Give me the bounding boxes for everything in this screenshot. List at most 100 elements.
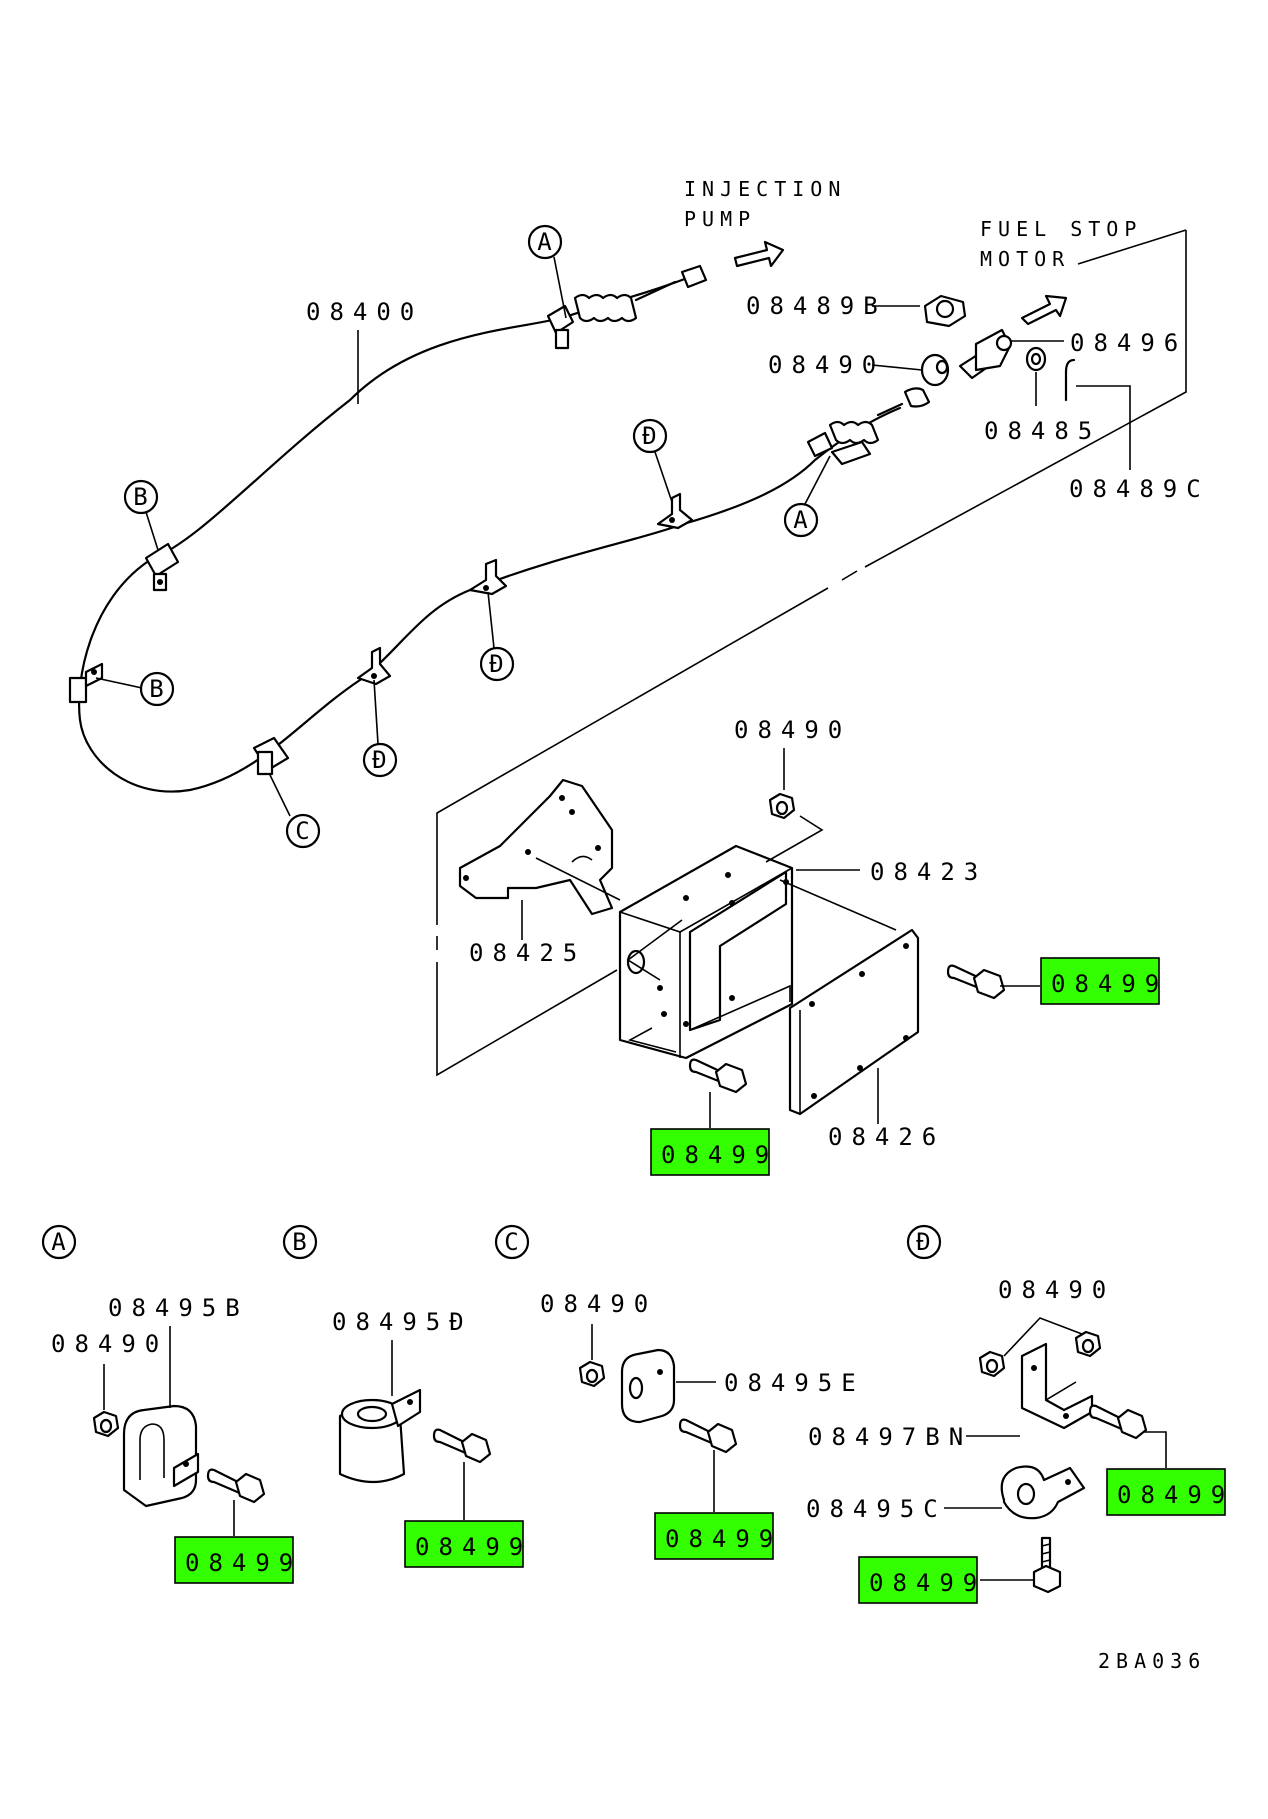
label-08490-detail-a[interactable]: 08490 xyxy=(51,1330,168,1410)
clip-c xyxy=(252,736,290,776)
svg-text:INJECTION: INJECTION xyxy=(684,177,846,201)
svg-text:08425: 08425 xyxy=(469,939,586,967)
label-08499-detail-c[interactable]: 08499 xyxy=(654,1450,782,1560)
clip-b-upper xyxy=(144,542,180,592)
svg-text:08495C: 08495C xyxy=(806,1495,947,1523)
label-08490-detail-c[interactable]: 08490 xyxy=(540,1290,657,1360)
svg-text:B: B xyxy=(133,483,148,511)
svg-text:08496: 08496 xyxy=(1070,329,1187,357)
svg-text:08495E: 08495E xyxy=(724,1369,865,1397)
fuel-stop-hardware xyxy=(920,294,1076,402)
svg-text:Đ: Đ xyxy=(642,422,657,450)
detail-b-bolt xyxy=(432,1428,492,1464)
callout-c[interactable]: C xyxy=(269,774,321,849)
label-08400[interactable]: 08400 xyxy=(306,298,423,404)
detail-c-nut xyxy=(578,1360,606,1388)
detail-d-bolt-right xyxy=(1088,1404,1148,1440)
detail-a-bolt xyxy=(206,1468,266,1504)
label-08489b[interactable]: 08489B xyxy=(746,292,920,320)
clip-d-1 xyxy=(356,646,392,686)
label-08425[interactable]: 08425 xyxy=(469,900,586,967)
label-08490-mid[interactable]: 08490 xyxy=(734,716,851,790)
bracket-leader xyxy=(626,919,683,981)
label-08423[interactable]: 08423 xyxy=(796,858,987,886)
label-08499-detail-d-bottom[interactable]: 08499 xyxy=(858,1556,1034,1604)
svg-text:08490: 08490 xyxy=(998,1276,1115,1304)
label-08490-detail-d[interactable]: 08490 xyxy=(998,1276,1115,1304)
callout-b-upper[interactable]: B xyxy=(123,479,159,551)
fuel-stop-cable-end xyxy=(806,387,931,466)
svg-text:08490: 08490 xyxy=(540,1290,657,1318)
detail-d-nut-right xyxy=(1074,1330,1102,1358)
detail-d-clamp xyxy=(1000,1465,1086,1520)
svg-text:08499: 08499 xyxy=(415,1533,532,1561)
svg-text:Đ: Đ xyxy=(489,650,504,678)
cover-leader xyxy=(779,879,897,931)
fuel-stop-motor-note: FUEL STOP MOTOR xyxy=(980,217,1136,326)
svg-text:08495Đ: 08495Đ xyxy=(332,1308,473,1336)
svg-text:08499: 08499 xyxy=(665,1525,782,1553)
detail-d-bracket xyxy=(1020,1342,1094,1430)
svg-text:A: A xyxy=(51,1228,66,1256)
detail-d-bolt-bottom xyxy=(1032,1536,1062,1594)
clip-d-2 xyxy=(468,558,508,596)
label-08499-mid-bottom[interactable]: 08499 xyxy=(650,1092,778,1176)
detail-a-letter: A xyxy=(41,1224,77,1260)
label-08496[interactable]: 08496 xyxy=(1010,329,1187,357)
label-08495e[interactable]: 08495E xyxy=(676,1369,865,1397)
svg-text:08423: 08423 xyxy=(870,858,987,886)
svg-text:08490: 08490 xyxy=(51,1330,168,1358)
callout-d-3[interactable]: Đ xyxy=(632,418,673,503)
svg-text:MOTOR: MOTOR xyxy=(980,247,1070,271)
label-08495b[interactable]: 08495B xyxy=(108,1294,249,1408)
callout-a-bottom[interactable]: A xyxy=(783,455,831,538)
label-08490-top[interactable]: 08490 xyxy=(768,351,923,379)
label-08485[interactable]: 08485 xyxy=(984,372,1101,445)
bolt-mid-right xyxy=(946,964,1006,1000)
label-08499-detail-a[interactable]: 08499 xyxy=(174,1500,302,1584)
bolt-mid-bottom xyxy=(688,1058,748,1094)
label-08495d[interactable]: 08495Đ xyxy=(332,1308,473,1396)
label-08426[interactable]: 08426 xyxy=(828,1068,945,1151)
callout-d-1[interactable]: Đ xyxy=(362,679,398,778)
svg-text:C: C xyxy=(295,817,310,845)
cover-plate-08426 xyxy=(788,928,920,1116)
label-08495c[interactable]: 08495C xyxy=(806,1495,1002,1523)
detail-d-nut-left xyxy=(978,1350,1006,1378)
svg-text:08495B: 08495B xyxy=(108,1294,249,1322)
clip-b-lower xyxy=(68,662,104,704)
detail-c-letter: C xyxy=(494,1224,530,1260)
label-08499-detail-b[interactable]: 08499 xyxy=(404,1462,532,1568)
cable-routing-outline xyxy=(864,230,1187,568)
detail-c-clamp xyxy=(620,1348,676,1424)
svg-text:08485: 08485 xyxy=(984,417,1101,445)
svg-text:Đ: Đ xyxy=(372,746,387,774)
svg-text:A: A xyxy=(793,506,808,534)
bracket-box-08423 xyxy=(618,844,794,1060)
detail-d-letter: Đ xyxy=(906,1224,942,1260)
svg-text:B: B xyxy=(292,1228,307,1256)
svg-text:B: B xyxy=(149,675,164,703)
nut-08490-mid xyxy=(765,792,824,863)
label-08497bn[interactable]: 08497BN xyxy=(808,1423,1020,1451)
callout-d-2[interactable]: Đ xyxy=(479,591,515,682)
svg-text:A: A xyxy=(537,228,552,256)
label-08499-detail-d-right[interactable]: 08499 xyxy=(1106,1431,1234,1516)
svg-text:08426: 08426 xyxy=(828,1123,945,1151)
label-08489c[interactable]: 08489C xyxy=(1069,385,1210,503)
svg-text:08499: 08499 xyxy=(1051,970,1168,998)
callout-b-lower[interactable]: B xyxy=(95,671,175,707)
injection-pump-note: INJECTION PUMP xyxy=(684,177,846,268)
label-08499-mid-right[interactable]: 08499 xyxy=(1000,957,1168,1005)
injection-pump-cable-end xyxy=(546,264,708,350)
detail-a-nut xyxy=(92,1410,120,1438)
bracket-upper-08425 xyxy=(458,778,621,916)
arrow-right-icon xyxy=(1020,294,1068,326)
detail-b-letter: B xyxy=(282,1224,318,1260)
svg-text:08400: 08400 xyxy=(306,298,423,326)
svg-text:08489C: 08489C xyxy=(1069,475,1210,503)
callout-a-top[interactable]: A xyxy=(527,224,567,319)
svg-text:08499: 08499 xyxy=(1117,1481,1234,1509)
detail-c-bolt xyxy=(678,1418,738,1454)
